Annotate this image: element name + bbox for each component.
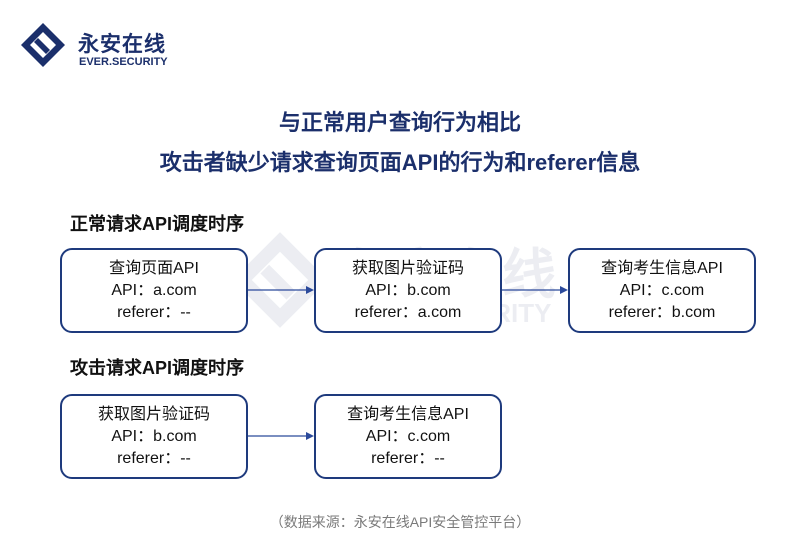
title-line-1: 与正常用户查询行为相比 <box>278 110 521 135</box>
flow-arrow <box>248 432 314 440</box>
box-api: API：c.com <box>365 427 451 445</box>
box-referer: referer：-- <box>371 449 445 467</box>
flow-arrow <box>248 286 314 294</box>
attack-sequence-heading: 攻击请求API调度时序 <box>70 358 245 378</box>
brand-logo: 永安在线 EVER.SECURITY <box>20 20 180 80</box>
box-api: API：a.com <box>111 281 197 299</box>
data-source-note: （数据来源：永安在线API安全管控平台） <box>269 514 531 530</box>
box-title: 获取图片验证码 <box>97 405 210 423</box>
box-title: 查询考生信息API <box>601 259 723 277</box>
watermark-logo-icon <box>232 232 328 328</box>
flow-arrow <box>502 286 568 294</box>
box-api: API：b.com <box>111 427 197 445</box>
normal-box-2: 获取图片验证码 API：b.com referer：a.com <box>314 248 502 333</box>
brand-tagline: EVER.SECURITY <box>79 56 168 68</box>
normal-box-1: 查询页面API API：a.com referer：-- <box>60 248 248 333</box>
title-line-2: 攻击者缺少请求查询页面API的行为和referer信息 <box>159 150 641 175</box>
attack-box-2: 查询考生信息API API：c.com referer：-- <box>314 394 502 479</box>
attack-box-1: 获取图片验证码 API：b.com referer：-- <box>60 394 248 479</box>
box-title: 获取图片验证码 <box>351 259 464 277</box>
box-referer: referer：b.com <box>608 303 716 321</box>
shield-logo-icon <box>21 23 65 67</box>
box-api: API：b.com <box>365 281 451 299</box>
box-title: 查询考生信息API <box>347 405 469 423</box>
box-referer: referer：-- <box>117 303 191 321</box>
normal-sequence-heading: 正常请求API调度时序 <box>70 214 245 234</box>
brand-name: 永安在线 <box>78 33 166 56</box>
box-api: API：c.com <box>619 281 705 299</box>
box-referer: referer：-- <box>117 449 191 467</box>
normal-box-3: 查询考生信息API API：c.com referer：b.com <box>568 248 756 333</box>
box-referer: referer：a.com <box>354 303 462 321</box>
box-title: 查询页面API <box>109 259 199 277</box>
